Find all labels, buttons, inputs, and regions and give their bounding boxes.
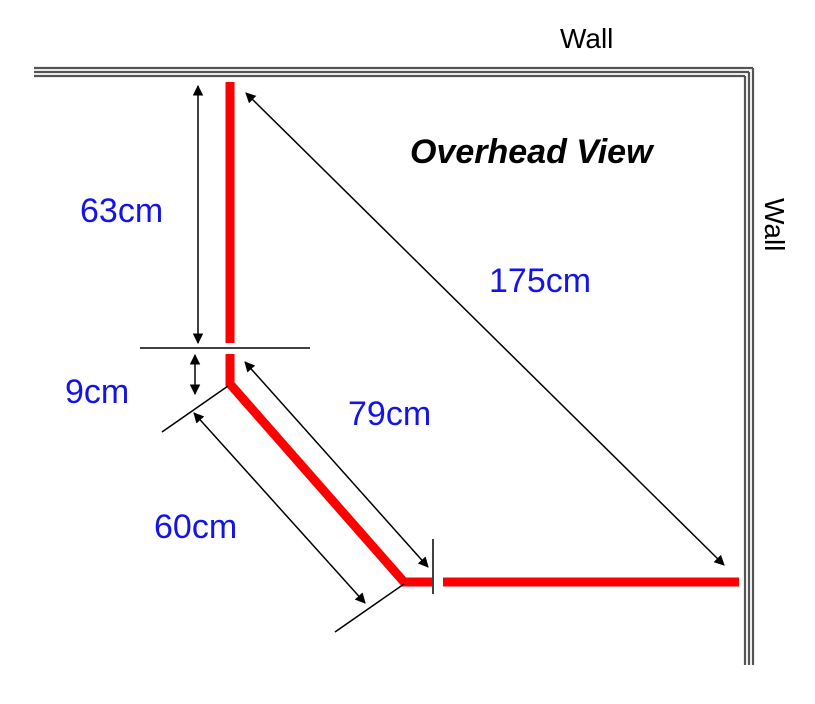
dimension-label-175cm: 175cm (489, 262, 591, 300)
dimension-arrow-79cm (244, 361, 429, 568)
red-segment-angled (225, 354, 432, 587)
dimension-label-63cm: 63cm (80, 192, 163, 230)
overhead-view-title: Overhead View (410, 133, 655, 171)
dimension-label-60cm: 60cm (154, 508, 237, 546)
wall-right-label: Wall (759, 198, 790, 251)
dimension-label-9cm: 9cm (65, 373, 129, 411)
wall-top (34, 66, 753, 78)
reference-line-upper-angled (161, 385, 229, 433)
dimension-label-79cm: 79cm (348, 395, 431, 433)
dimension-arrow-175cm (245, 92, 725, 566)
reference-line-lower-angled (334, 583, 405, 633)
wall-top-label: Wall (560, 23, 613, 54)
wall-right (743, 68, 755, 665)
